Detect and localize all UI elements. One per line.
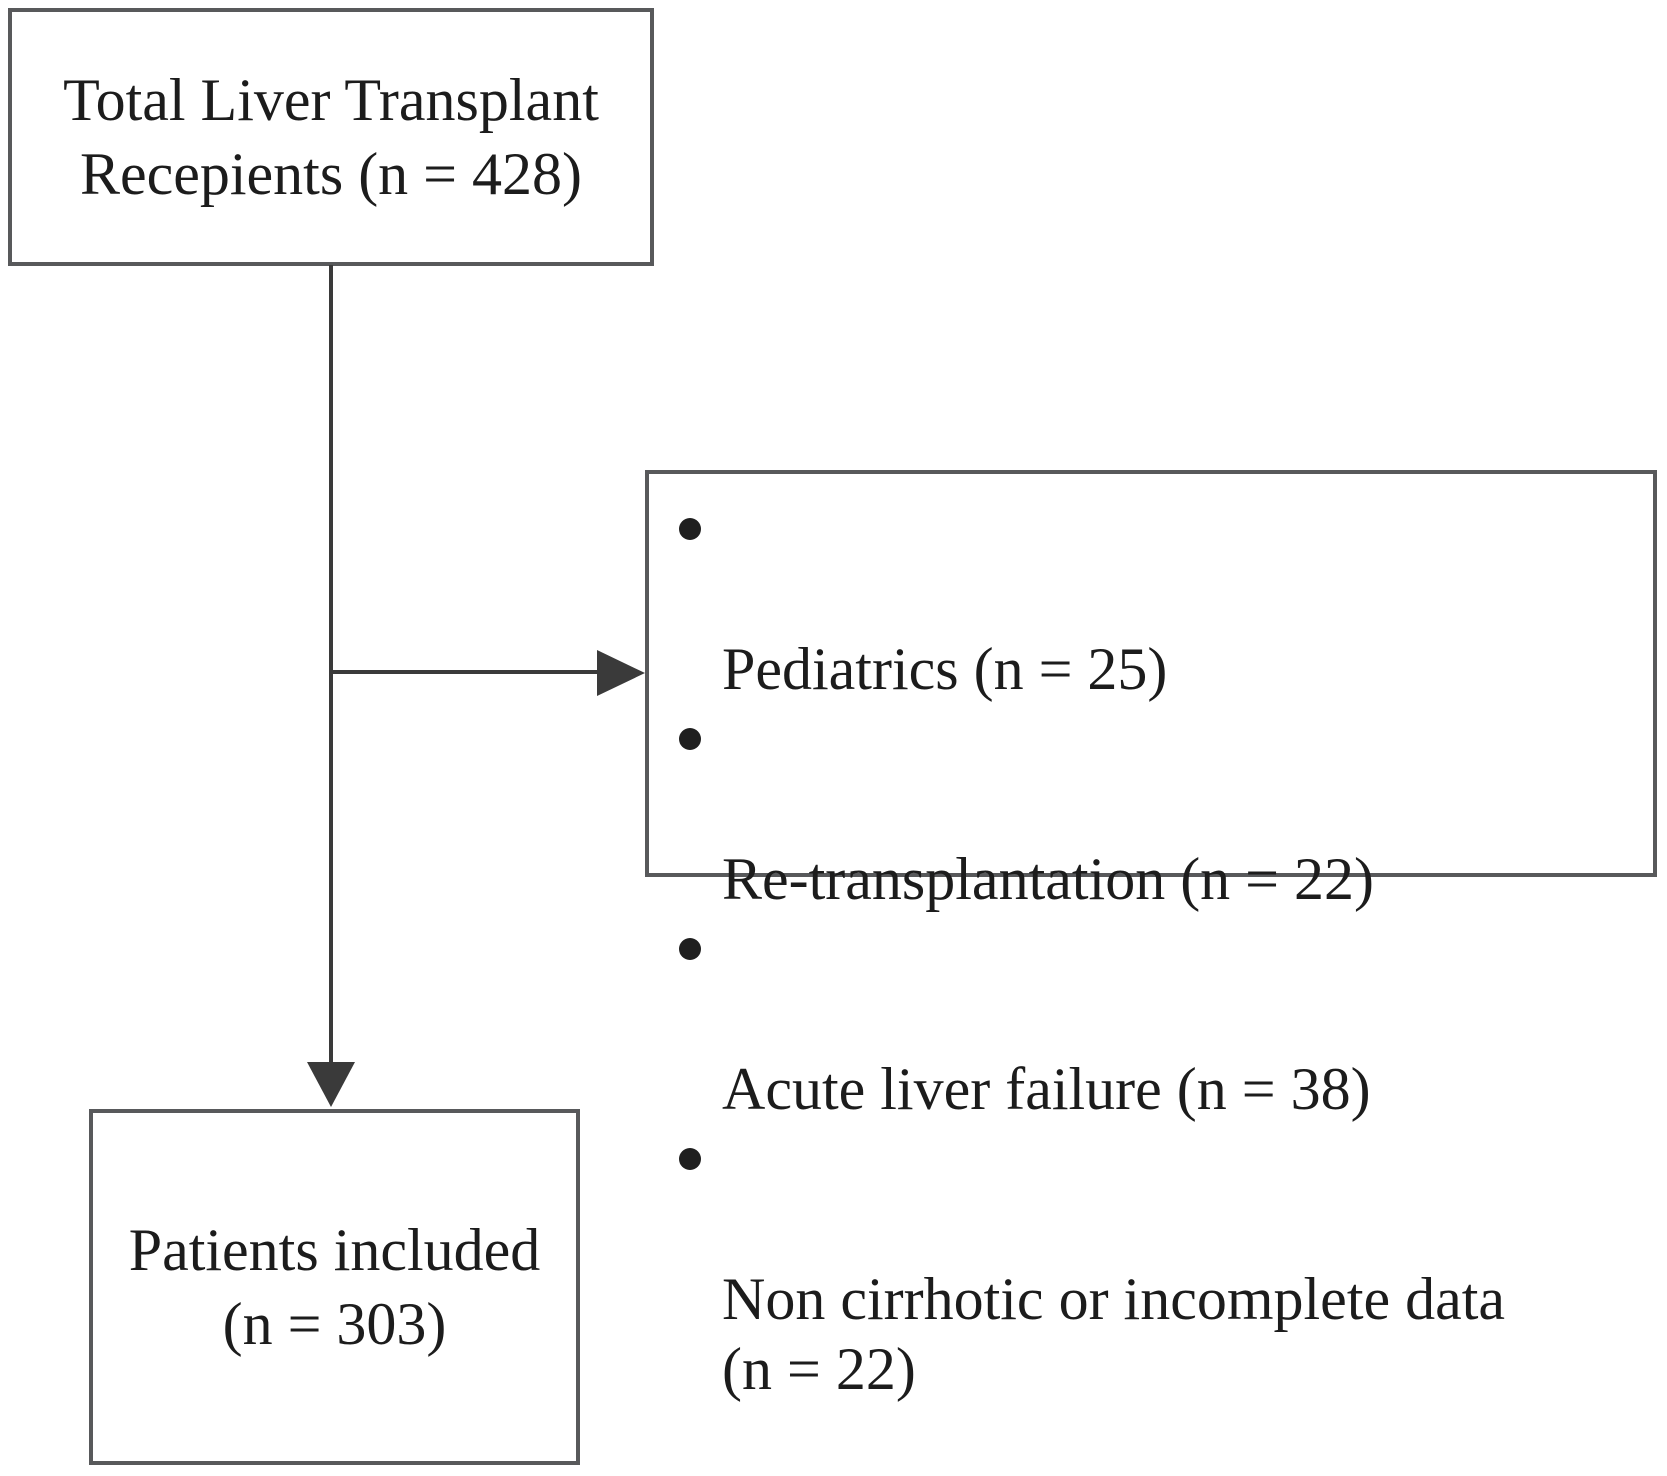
exclusion-item-noncirrhotic-incomplete: Non cirrhotic or incomplete data (n = 22…	[649, 1124, 1641, 1404]
patients-included-text: Patients included (n = 303)	[128, 1217, 541, 1357]
exclusion-item-label: Pediatrics (n = 25)	[722, 636, 1168, 702]
total-recipients-text: Total Liver Transplant Recepients (n = 4…	[63, 67, 599, 207]
horizontal-branch-line	[331, 670, 598, 674]
bullet-icon	[679, 518, 701, 540]
vertical-connector-line	[329, 265, 333, 1065]
patients-included-box: Patients included (n = 303)	[89, 1109, 580, 1465]
exclusion-item-label: Re-transplantation (n = 22)	[722, 846, 1375, 912]
bullet-icon	[679, 1148, 701, 1170]
exclusion-item-acute-liver-failure: Acute liver failure (n = 38)	[649, 914, 1641, 1124]
bullet-icon	[679, 938, 701, 960]
exclusion-item-label: Acute liver failure (n = 38)	[722, 1056, 1371, 1122]
right-arrowhead-icon	[597, 650, 645, 696]
exclusion-item-retransplantation: Re-transplantation (n = 22)	[649, 704, 1641, 914]
exclusions-box: Pediatrics (n = 25) Re-transplantation (…	[645, 470, 1657, 1402]
exclusion-item-pediatrics: Pediatrics (n = 25)	[649, 494, 1641, 704]
down-arrowhead-icon	[307, 1062, 355, 1107]
bullet-icon	[679, 728, 701, 750]
exclusions-list: Pediatrics (n = 25) Re-transplantation (…	[649, 494, 1641, 1404]
exclusion-item-label: Non cirrhotic or incomplete data (n = 22…	[722, 1266, 1506, 1402]
total-recipients-box: Total Liver Transplant Recepients (n = 4…	[8, 8, 654, 266]
